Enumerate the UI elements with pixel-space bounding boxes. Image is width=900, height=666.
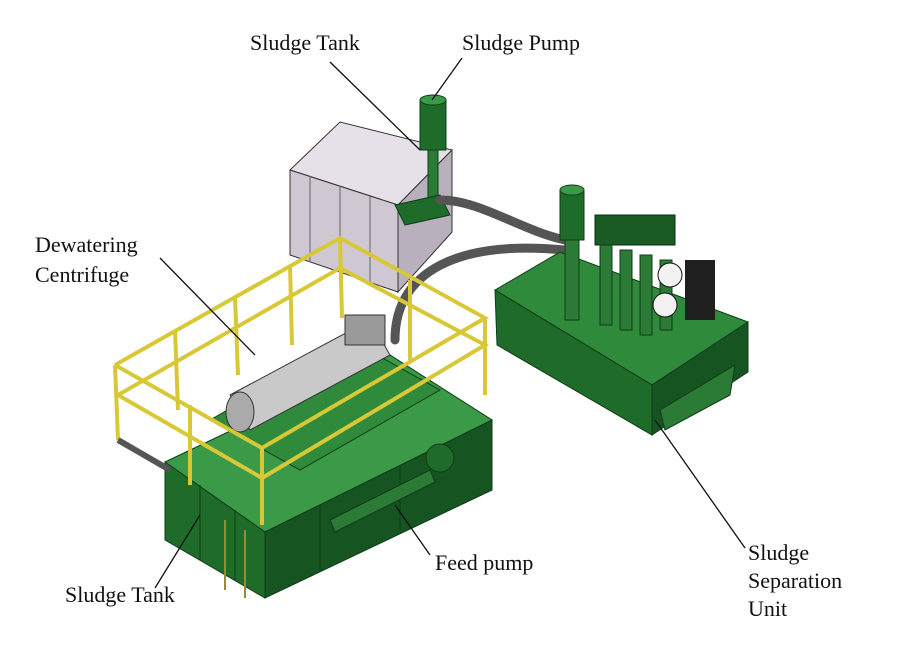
leader-sludge-pump bbox=[431, 57, 463, 101]
label-unit: Unit bbox=[748, 596, 788, 621]
label-centrifuge: Centrifuge bbox=[35, 262, 130, 287]
label-sludge-tank-top: Sludge Tank bbox=[250, 30, 360, 55]
label-feed-pump: Feed pump bbox=[435, 550, 534, 575]
leader-sludge-tank-top bbox=[329, 61, 421, 151]
railing bbox=[113, 235, 490, 525]
leader-lines bbox=[154, 57, 746, 589]
hoses bbox=[390, 195, 570, 345]
label-separation: Separation bbox=[748, 568, 843, 593]
separation-unit bbox=[494, 184, 750, 436]
sludge-pump bbox=[394, 94, 451, 226]
leader-separation-unit bbox=[654, 419, 746, 549]
leader-feed-pump bbox=[394, 504, 431, 556]
leader-centrifuge bbox=[159, 257, 256, 356]
centrifuge-module bbox=[164, 314, 494, 599]
label-dewatering: Dewatering bbox=[35, 232, 138, 257]
label-sludge-pump: Sludge Pump bbox=[462, 30, 580, 55]
leader-sludge-tank-bottom bbox=[154, 514, 201, 589]
label-sludge: Sludge bbox=[748, 540, 810, 565]
label-sludge-tank-bottom: Sludge Tank bbox=[65, 582, 175, 607]
